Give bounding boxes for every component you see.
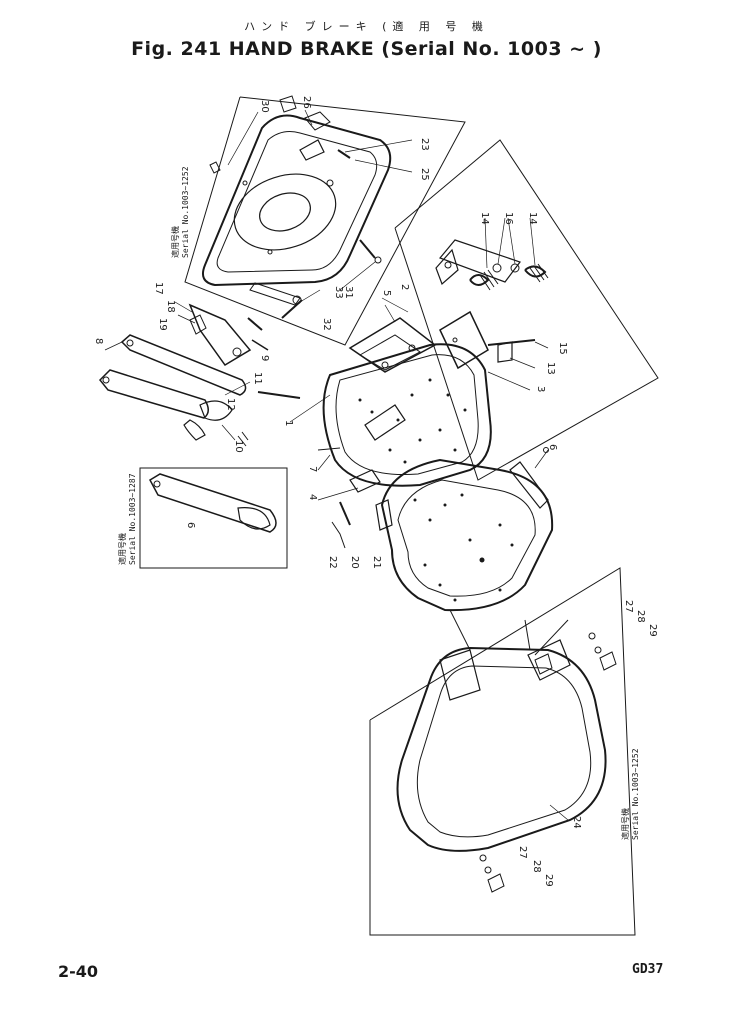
upper-housing-frame <box>184 96 466 346</box>
title-japanese: ハンド ブレーキ (適 用 号 機 <box>244 20 489 33</box>
lower-brake-cover <box>396 609 617 893</box>
figure-title: Fig. 241 HAND BRAKE (Serial No. 1003 ~ ) <box>131 38 602 60</box>
part-label-4: 4 <box>307 494 318 500</box>
brake-band-assembly <box>317 310 536 549</box>
inset-serial-note: 適用号機 Serial No.1003~1287 <box>117 473 137 565</box>
brake-lever-assembly <box>98 303 301 447</box>
upper-note-jp: 適用号機 <box>170 226 180 258</box>
part-label-27b: 27 <box>517 846 528 859</box>
upper-note-serial: Serial No.1003~1252 <box>181 166 190 258</box>
part-label-28a: 28 <box>635 610 646 623</box>
part-label-31: 31 <box>343 286 354 299</box>
part-label-19: 19 <box>157 318 168 331</box>
document-code: GD37 <box>632 962 664 977</box>
part-label-11: 11 <box>252 372 263 385</box>
part-label-30: 30 <box>259 100 270 113</box>
part-label-1: 1 <box>283 420 294 426</box>
part-label-3: 3 <box>535 386 546 392</box>
part-labels: 30 26 23 25 31 33 32 17 18 19 9 11 8 12 … <box>93 96 658 887</box>
part-label-12: 12 <box>225 398 236 411</box>
part-label-29a: 29 <box>647 624 658 637</box>
part-label-24: 24 <box>571 816 582 829</box>
spring-bracket-frame <box>394 139 659 481</box>
lower-cover-frame <box>369 567 636 936</box>
upper-serial-note: 適用号機 Serial No.1003~1252 <box>170 166 190 258</box>
part-label-26: 26 <box>301 96 312 109</box>
part-label-6b: 6 <box>547 444 558 450</box>
part-label-28b: 28 <box>531 860 542 873</box>
lower-note-serial: Serial No.1003~1252 <box>631 748 640 840</box>
inset-box <box>139 467 288 569</box>
inset-note-serial: Serial No.1003~1287 <box>128 473 137 565</box>
spring-bracket-assembly <box>435 239 549 291</box>
part-label-13: 13 <box>545 362 556 375</box>
part-label-17: 17 <box>153 282 164 295</box>
part-label-22: 22 <box>327 556 338 569</box>
lining-rivet-holes <box>413 493 514 602</box>
part-label-25: 25 <box>419 168 430 181</box>
part-label-8: 8 <box>93 338 104 344</box>
part-label-7: 7 <box>307 466 318 472</box>
band-rivet-holes <box>358 378 467 464</box>
inset-note-jp: 適用号機 <box>117 533 127 565</box>
part-label-10: 10 <box>233 440 244 453</box>
lower-note-jp: 適用号機 <box>620 808 630 840</box>
brake-lining <box>380 447 554 612</box>
page-number: 2-40 <box>58 962 99 981</box>
part-label-9: 9 <box>259 355 270 361</box>
part-label-18: 18 <box>165 300 176 313</box>
part-label-21: 21 <box>371 556 382 569</box>
lower-serial-note: 適用号機 Serial No.1003~1252 <box>620 748 640 840</box>
part-label-14b: 14 <box>527 212 538 225</box>
upper-housing-cover <box>202 95 392 319</box>
part-label-27a: 27 <box>623 600 634 613</box>
part-label-15: 15 <box>557 342 568 355</box>
part-label-29b: 29 <box>543 874 554 887</box>
part-label-14a: 14 <box>479 212 490 225</box>
leader-lines <box>104 109 569 821</box>
part-label-33: 33 <box>333 286 344 299</box>
part-label-2: 2 <box>399 284 410 290</box>
part-label-5: 5 <box>381 290 392 296</box>
part-label-32: 32 <box>321 318 332 331</box>
part-label-16: 16 <box>503 212 514 225</box>
part-label-20: 20 <box>349 556 360 569</box>
part-label-6: 6 <box>185 522 196 528</box>
part-label-23: 23 <box>419 138 430 151</box>
